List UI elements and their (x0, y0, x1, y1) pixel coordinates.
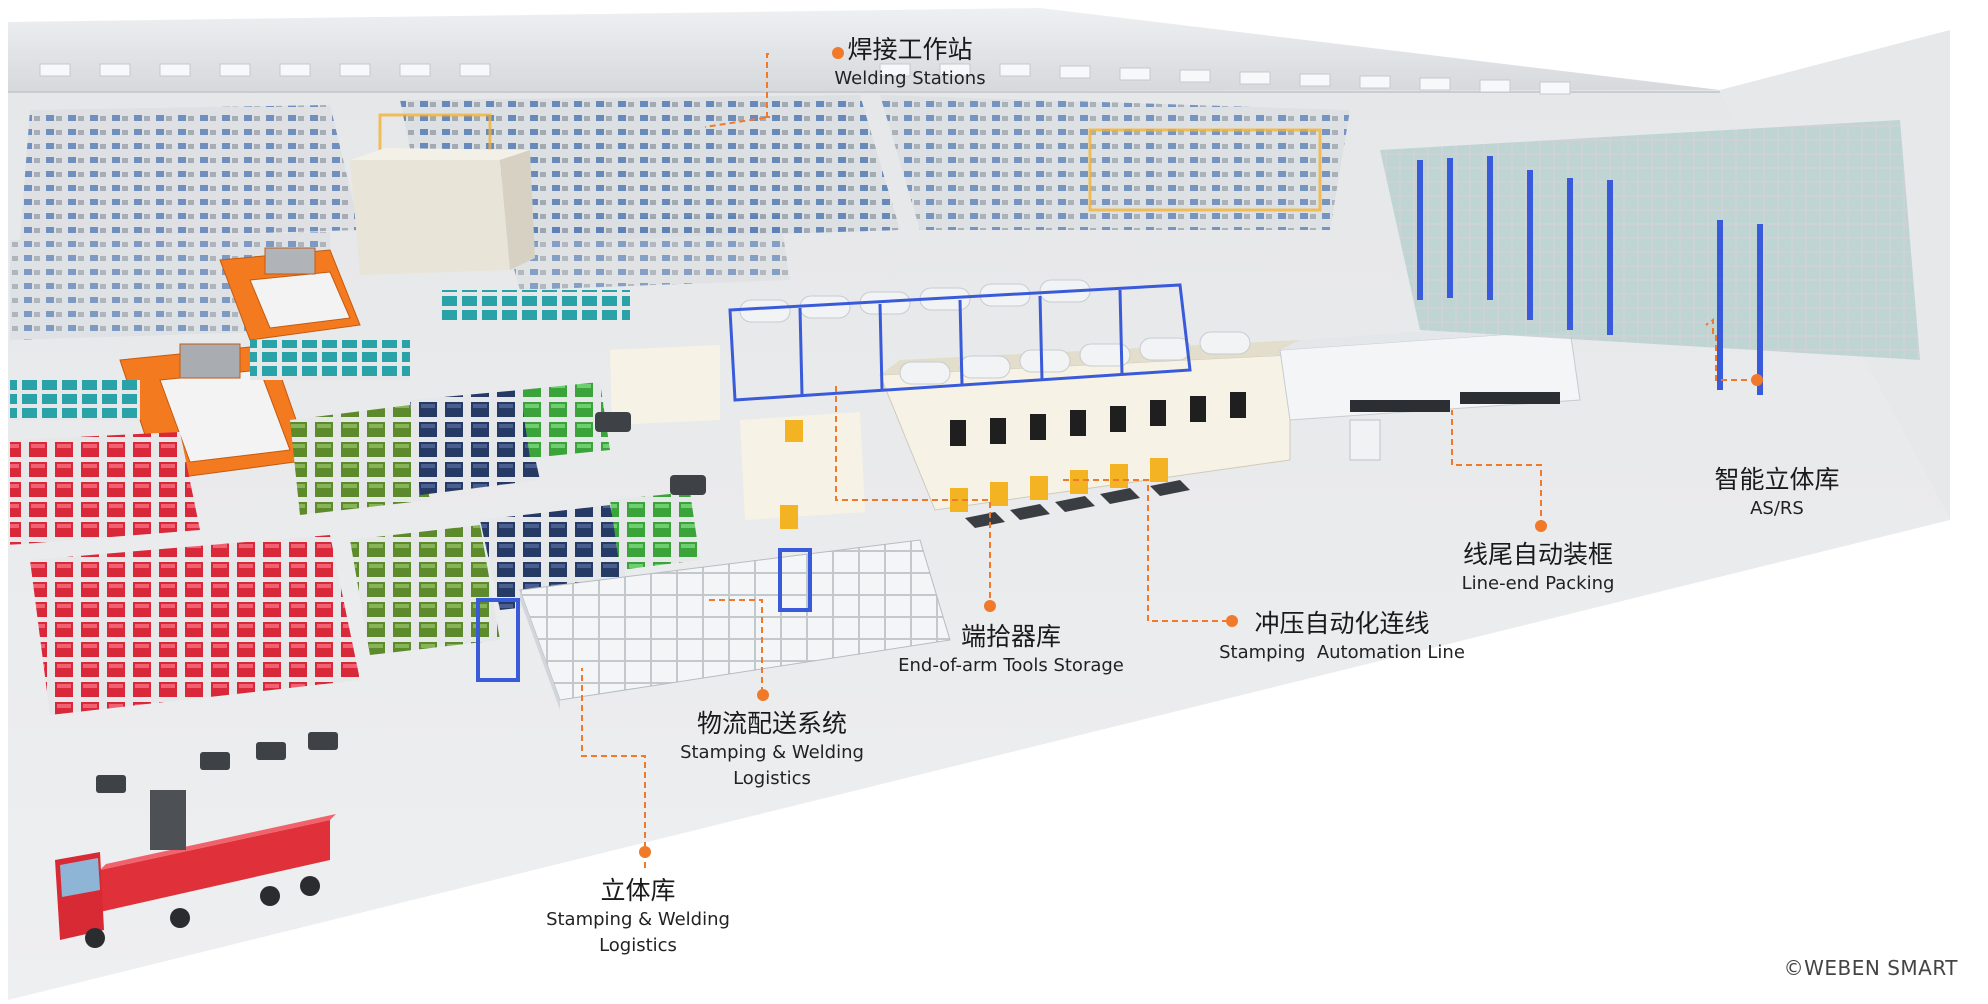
label-eoat-en: End-of-arm Tools Storage (898, 655, 1124, 676)
label-stamping-en: Stamping Automation Line (1219, 642, 1465, 663)
label-warehouse-en: Stamping & Welding Logistics (546, 909, 730, 956)
leader-dots (639, 47, 1763, 858)
stamping-line (610, 279, 1300, 529)
teal-bins-2 (250, 340, 410, 380)
label-welding-zh: 焊接工作站 (847, 35, 973, 64)
label-asrs-en: AS/RS (1750, 498, 1804, 519)
label-welding-en: Welding Stations (834, 68, 986, 89)
label-asrs-zh: 智能立体库 (1714, 465, 1840, 494)
eoat-shelving (476, 539, 951, 710)
label-stamping-zh: 冲压自动化连线 (1254, 609, 1430, 638)
label-eoat-zh: 端拾器库 (960, 622, 1062, 651)
label-lineend-en: Line-end Packing (1461, 573, 1615, 594)
label-asrs: 智能立体库 AS/RS (1714, 464, 1839, 522)
back-wall (8, 8, 1720, 92)
label-stamping-line: 冲压自动化连线 Stamping Automation Line (1219, 608, 1465, 666)
label-warehouse-zh: 立体库 (600, 876, 676, 905)
agv-vehicles (96, 412, 706, 793)
teal-bins (10, 380, 140, 420)
label-logistics-system: 物流配送系统 Stamping & Welding Logistics (657, 708, 887, 792)
label-eoat-storage: 端拾器库 End-of-arm Tools Storage (898, 621, 1124, 679)
label-welding-stations: 焊接工作站 Welding Stations (834, 34, 985, 92)
copyright-text: ©WEBEN SMART (1783, 956, 1958, 980)
label-warehouse: 立体库 Stamping & Welding Logistics (523, 875, 753, 959)
label-logistics-zh: 物流配送系统 (696, 709, 847, 738)
welding-building (350, 148, 535, 275)
label-logistics-en: Stamping & Welding Logistics (680, 742, 864, 789)
red-truck (55, 790, 336, 948)
wall-windows (39, 63, 1571, 95)
label-line-end-packing: 线尾自动装框 Line-end Packing (1462, 539, 1615, 597)
teal-bins-3 (440, 290, 630, 320)
label-lineend-zh: 线尾自动装框 (1462, 540, 1613, 569)
asrs-racks (1380, 120, 1920, 395)
leader-lines (581, 53, 1757, 868)
